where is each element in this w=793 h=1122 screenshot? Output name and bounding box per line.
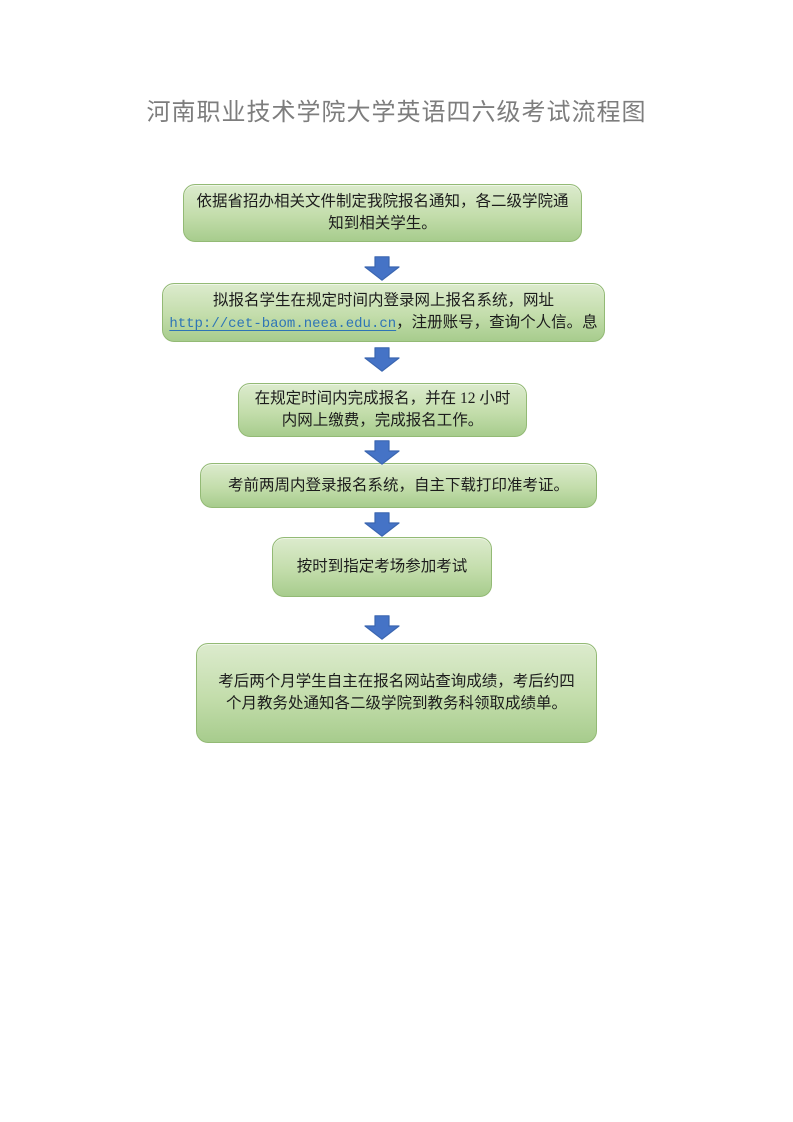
flow-step-text: 考前两周内登录报名系统，自主下载打印准考证。: [227, 476, 569, 494]
flow-step-notice: 依据省招办相关文件制定我院报名通知，各二级学院通知到相关学生。: [183, 184, 582, 242]
flow-step-text-after-link: ，注册账号，查询个人信。息: [396, 314, 598, 331]
down-arrow-icon: [364, 512, 400, 537]
flow-step-text: 考后两个月学生自主在报名网站查询成绩，考后约四个月教务处通知各二级学院到教务科领…: [218, 673, 575, 712]
flow-step-take-exam: 按时到指定考场参加考试: [272, 537, 492, 597]
flow-step-text: 在规定时间内完成报名，并在 12 小时内网上缴费，完成报名工作。: [254, 390, 511, 429]
down-arrow-icon: [364, 347, 400, 372]
flowchart-title: 河南职业技术学院大学英语四六级考试流程图: [146, 99, 647, 126]
flow-step-text: 依据省招办相关文件制定我院报名通知，各二级学院通知到相关学生。: [196, 193, 569, 232]
flow-step-text-line1: 拟报名学生在规定时间内登录网上报名系统，网址: [212, 292, 554, 309]
flow-step-print-admission-ticket: 考前两周内登录报名系统，自主下载打印准考证。: [200, 463, 597, 508]
flow-step-pay-fee: 在规定时间内完成报名，并在 12 小时内网上缴费，完成报名工作。: [238, 383, 527, 437]
down-arrow-icon: [364, 615, 400, 640]
flow-step-text: 按时到指定考场参加考试: [296, 558, 468, 575]
flow-step-check-scores: 考后两个月学生自主在报名网站查询成绩，考后约四个月教务处通知各二级学院到教务科领…: [196, 643, 597, 743]
down-arrow-icon: [364, 440, 400, 465]
flow-step-register-online: 拟报名学生在规定时间内登录网上报名系统，网址 http://cet-baom.n…: [162, 283, 605, 342]
down-arrow-icon: [364, 256, 400, 281]
flow-step-text-line2: http://cet-baom.neea.edu.cn，注册账号，查询个人信。息: [169, 312, 597, 335]
registration-url-link[interactable]: http://cet-baom.neea.edu.cn: [169, 316, 397, 332]
